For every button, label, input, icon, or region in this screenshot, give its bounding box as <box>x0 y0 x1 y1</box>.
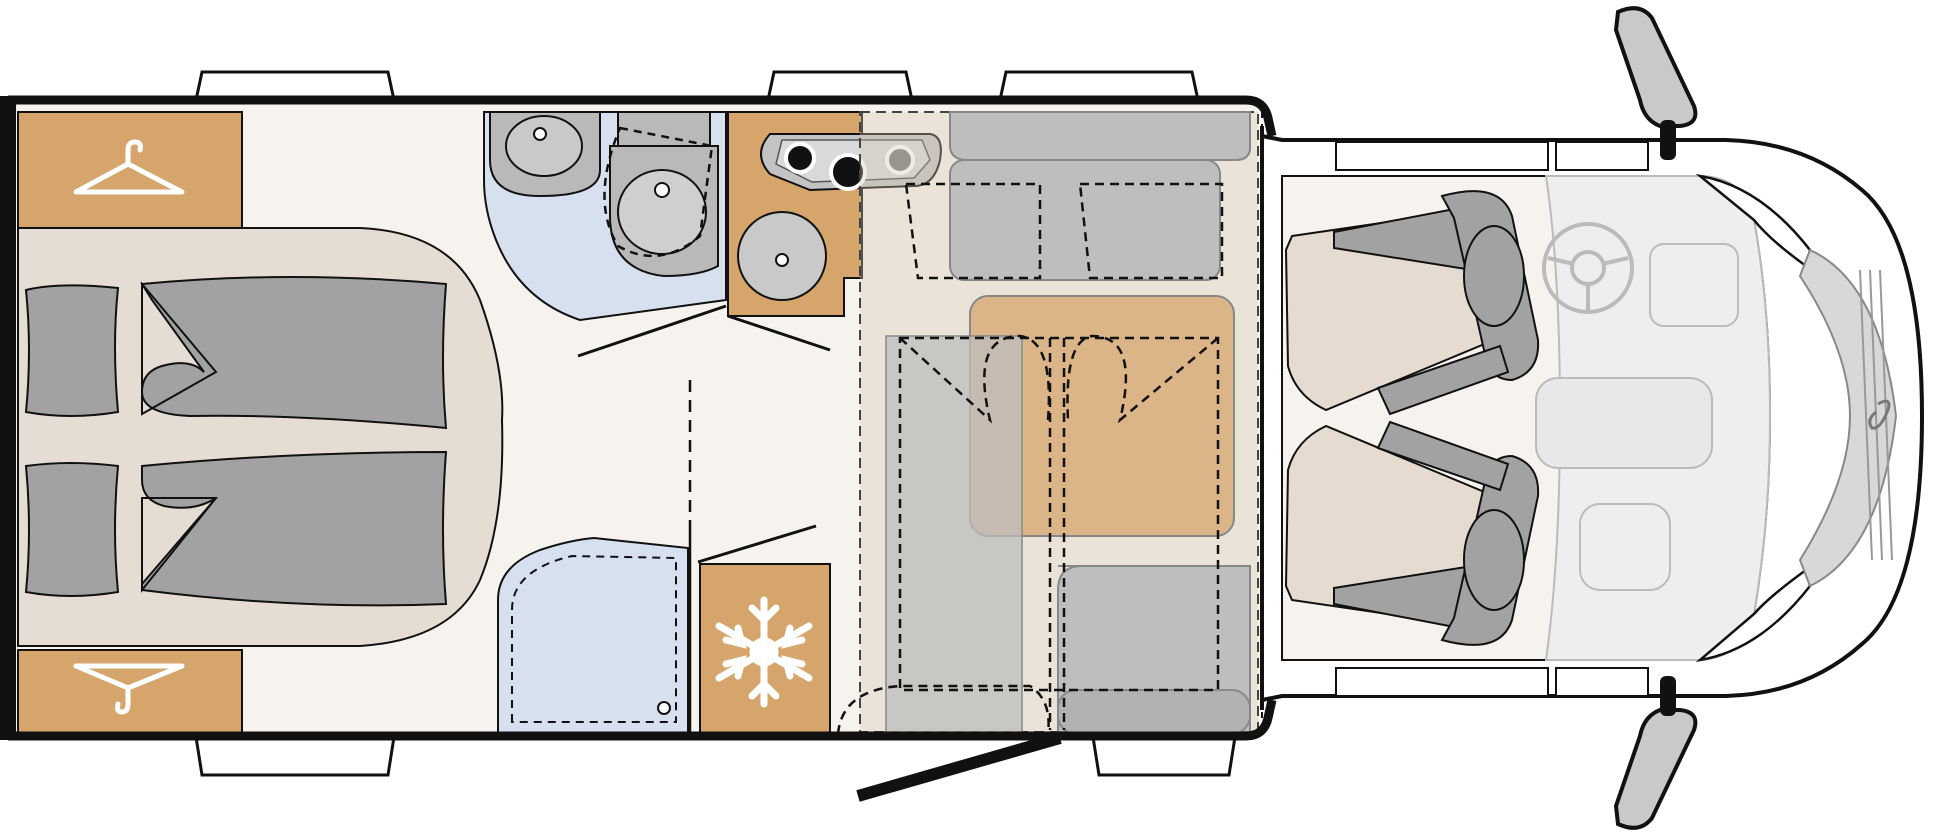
entrance-door <box>856 732 1062 802</box>
blanket-bottom <box>141 450 448 607</box>
wardrobe-top <box>17 111 243 229</box>
kitchen-door <box>727 314 831 352</box>
cab-side-steps <box>1335 141 1649 697</box>
mirror-left <box>1613 6 1698 160</box>
toilet-drain <box>654 182 670 198</box>
wardrobe-hanger-icon <box>73 663 185 715</box>
washbasin-bowl <box>505 115 583 177</box>
window-bottom-dinette <box>1091 735 1237 777</box>
pillow-top <box>24 284 120 417</box>
bed-blankets <box>140 276 448 607</box>
window-bottom-rear <box>194 735 396 777</box>
dinette-side-bench <box>885 335 1023 737</box>
dash-pad-top <box>1649 243 1739 327</box>
dash-pad-bottom <box>1579 503 1671 591</box>
brand-logo-icon <box>1868 399 1891 430</box>
passenger-seat <box>1284 420 1540 646</box>
blanket-top <box>140 276 448 430</box>
pillow-bottom <box>24 462 120 597</box>
bathroom-door <box>577 304 727 358</box>
dash-console <box>1535 377 1713 469</box>
driver-seat <box>1284 190 1540 416</box>
steering-wheel-icon <box>1542 222 1634 314</box>
burner-2 <box>829 153 867 191</box>
fridge-snowflake-icon <box>715 596 813 708</box>
burner-3 <box>885 145 915 175</box>
mirror-right <box>1613 676 1698 830</box>
shower-drain <box>657 701 671 715</box>
shower-inner-outline <box>511 554 677 723</box>
dinette-bench-back <box>949 111 1251 161</box>
shower-door <box>697 524 817 564</box>
bed-pillows <box>24 284 120 597</box>
burner-1 <box>784 142 816 174</box>
body-outline <box>8 95 1277 741</box>
dinette-bed-outlines <box>836 182 1224 736</box>
sink-drain <box>775 253 789 267</box>
wardrobe-hanger-icon <box>73 139 185 195</box>
washbasin-drain <box>533 127 547 141</box>
toilet-swivel-outline <box>603 126 714 258</box>
dinette-bench-seat <box>1057 689 1251 735</box>
toilet-tank <box>617 111 711 147</box>
shower-tray <box>497 536 689 735</box>
